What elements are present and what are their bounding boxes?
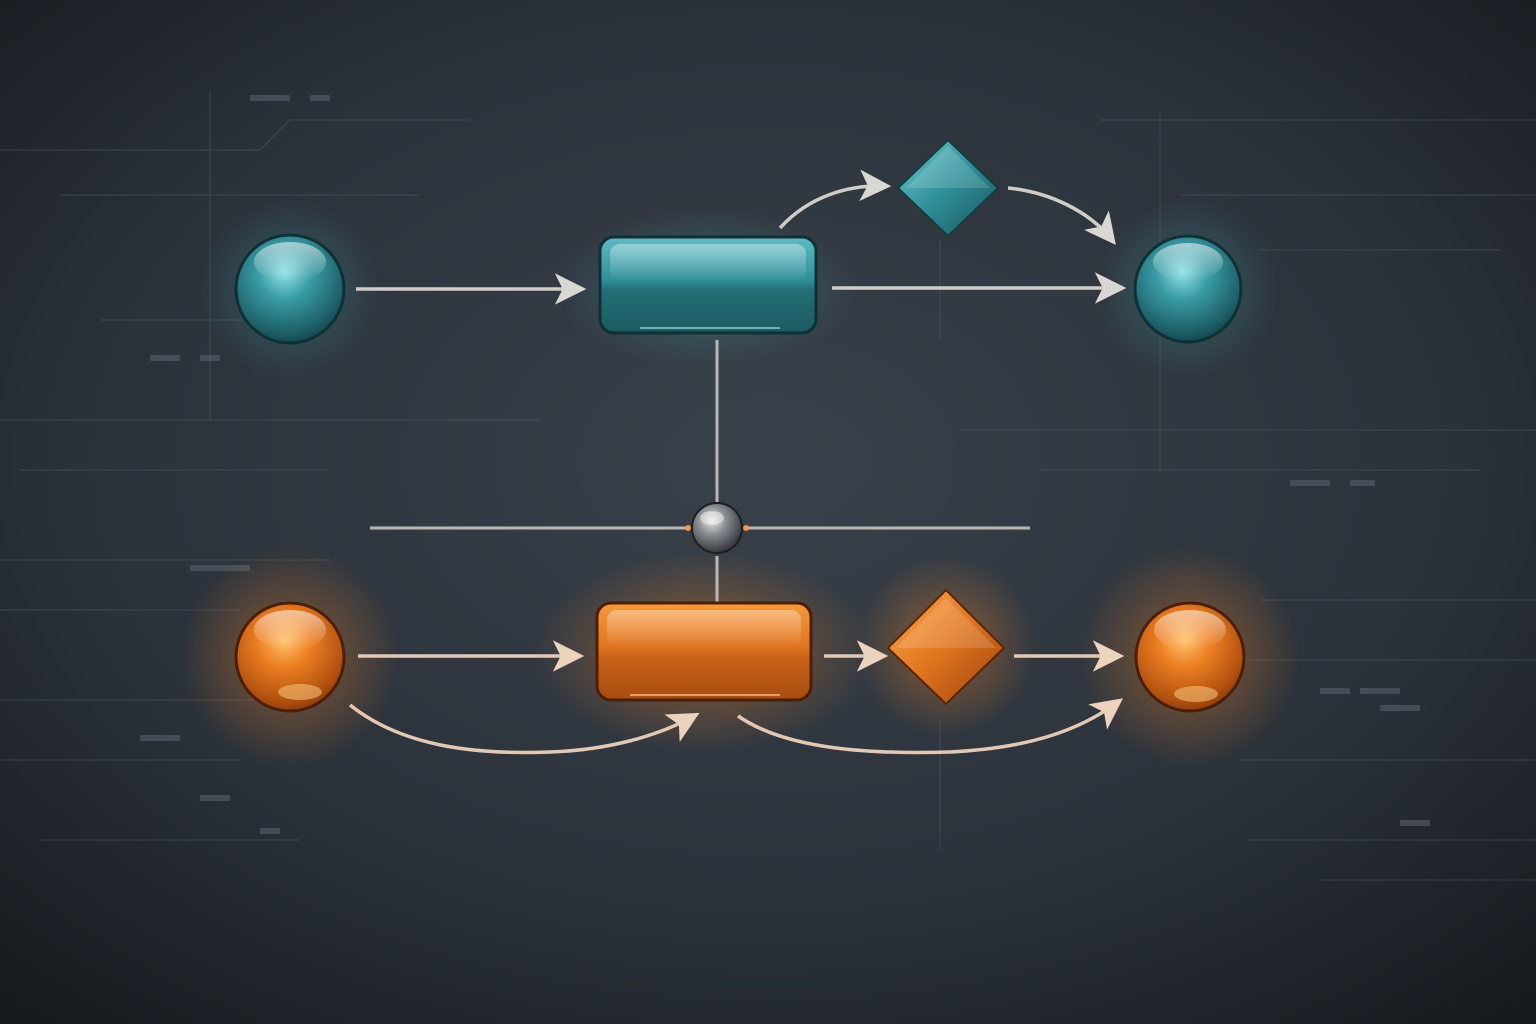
edge-bottom-process-curve-to-end <box>737 698 1124 755</box>
bottom-start-node <box>234 601 346 713</box>
bottom-end-node <box>1134 601 1246 713</box>
top-decision-node <box>896 138 1000 238</box>
top-end-node <box>1133 234 1243 344</box>
junction-connectors <box>370 340 1030 602</box>
top-flow-edges <box>356 169 1127 305</box>
junction-sphere <box>685 502 749 554</box>
bottom-process-node <box>595 601 813 702</box>
bottom-decision-node <box>886 588 1006 706</box>
edge-top-process-to-decision <box>778 169 892 230</box>
top-start-node <box>234 233 346 345</box>
edge-top-decision-to-end <box>1007 186 1116 245</box>
edge-bottom-start-curve-to-process <box>348 703 700 755</box>
background-circuit-dashes <box>140 95 1430 834</box>
bottom-flow-edges <box>348 640 1125 755</box>
top-process-node <box>598 235 818 335</box>
